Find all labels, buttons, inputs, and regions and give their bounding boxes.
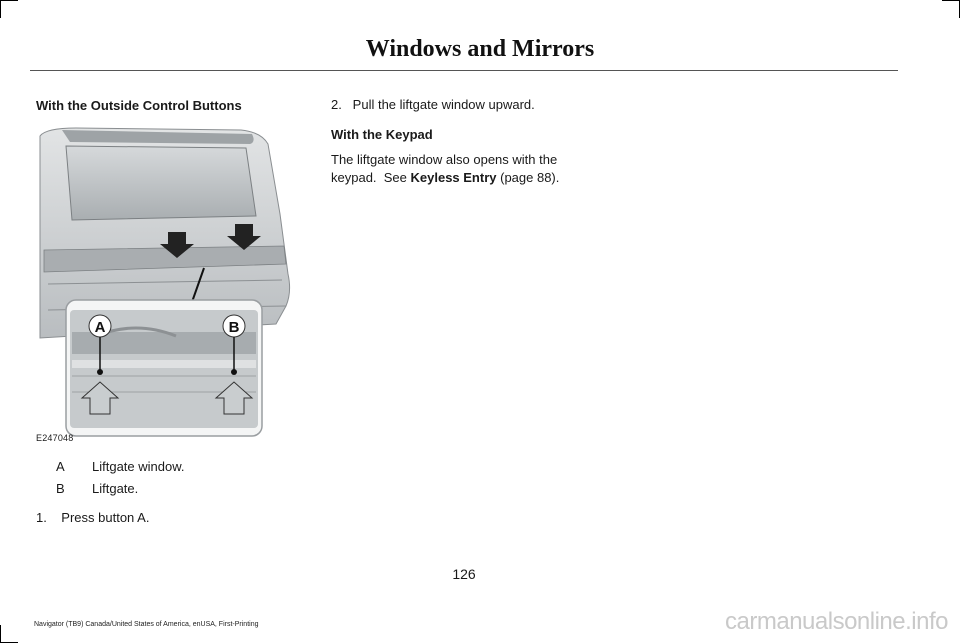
watermark: carmanualsonline.info <box>725 608 948 635</box>
tail-light-bar <box>43 245 287 273</box>
keypad-paragraph-text: keypad. See <box>331 170 411 185</box>
liftgate-window-glass <box>65 145 257 221</box>
rear-spoiler <box>62 130 254 144</box>
legend-value: Liftgate. <box>92 481 139 496</box>
crop-mark <box>0 0 1 18</box>
arrow-liftgate-button-icon <box>227 224 261 250</box>
legend-key: A <box>56 459 65 474</box>
legend-value: Liftgate window. <box>92 459 185 474</box>
liftgate-illustration: A B <box>39 127 291 437</box>
crop-mark <box>0 0 18 1</box>
page-reference: (page 88). <box>496 170 560 185</box>
section-heading-keypad: With the Keypad <box>331 127 433 142</box>
arrow-window-button-icon <box>160 232 194 258</box>
keypad-paragraph: The liftgate window also opens with the … <box>331 151 559 187</box>
step-2: 2. Pull the liftgate window upward. <box>331 97 535 112</box>
keypad-paragraph-line: keypad. See Keyless Entry (page 88). <box>331 169 559 187</box>
step-1: 1. Press button A. <box>36 510 150 525</box>
title-divider <box>30 70 898 71</box>
callout-a-label: A <box>95 319 106 336</box>
figure-code: E247048 <box>36 433 74 443</box>
legend-key: B <box>56 481 65 496</box>
page-number: 126 <box>452 566 476 582</box>
press-up-arrow-icon <box>214 381 254 415</box>
keyless-entry-reference: Keyless Entry <box>410 170 497 185</box>
callout-b-label: B <box>229 319 240 336</box>
edition-footer: Navigator (TB9) Canada/United States of … <box>34 621 259 628</box>
press-up-arrow-icon <box>80 381 120 415</box>
crop-mark <box>0 625 1 643</box>
page-title: Windows and Mirrors <box>365 36 595 62</box>
crop-mark <box>942 0 960 1</box>
section-heading-outside-buttons: With the Outside Control Buttons <box>36 98 242 113</box>
keypad-paragraph-line: The liftgate window also opens with the <box>331 152 558 167</box>
